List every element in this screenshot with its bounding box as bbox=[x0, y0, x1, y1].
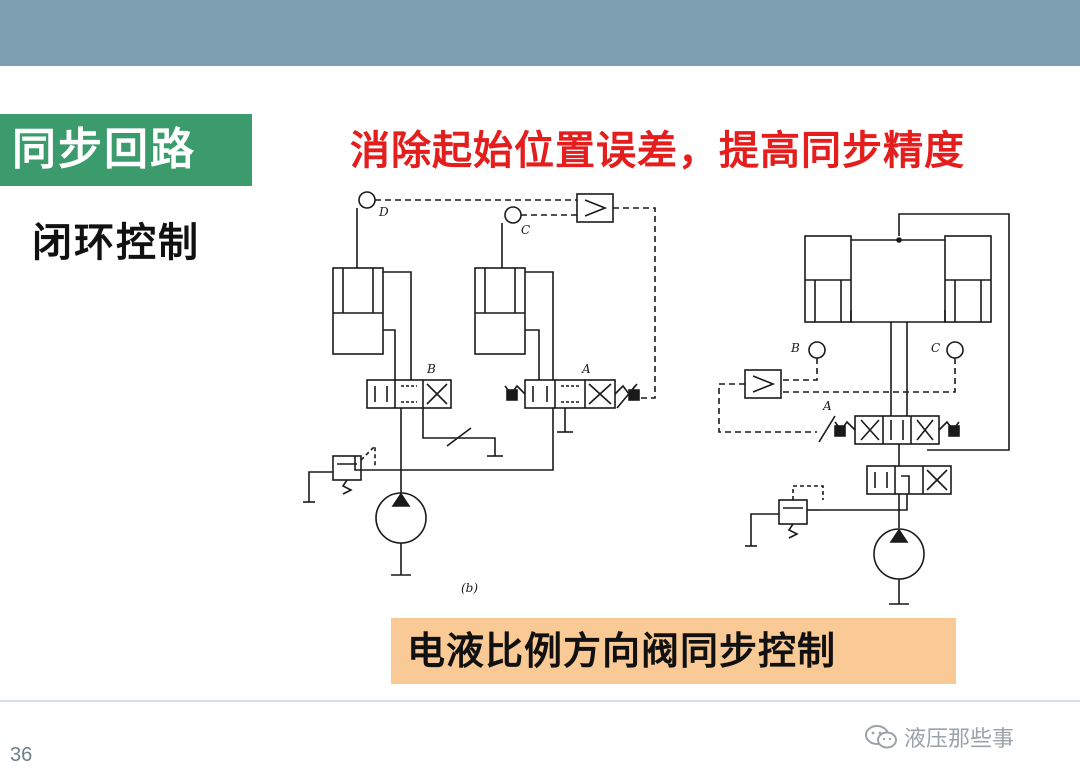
top-band bbox=[0, 0, 1080, 66]
label-sensor-d: D bbox=[378, 205, 389, 219]
label-sensor-c-right: C bbox=[931, 341, 940, 355]
slide-title: 同步回路 bbox=[0, 114, 252, 186]
watermark: 液压那些事 bbox=[864, 722, 1014, 752]
page-number: 36 bbox=[10, 744, 33, 766]
hydraulic-circuit-diagram: D C bbox=[303, 191, 1010, 605]
proportional-valve-a bbox=[504, 379, 640, 409]
label-sensor-c: C bbox=[521, 223, 530, 237]
diagram-caption: 电液比例方向阀同步控制 bbox=[391, 618, 956, 684]
cylinder-4 bbox=[944, 235, 992, 323]
sensor-c bbox=[504, 206, 522, 224]
proportional-valve-a-right bbox=[818, 415, 960, 445]
label-valve-a: A bbox=[581, 362, 591, 376]
right-circuit: B C A bbox=[718, 213, 1010, 605]
left-circuit: D C bbox=[303, 191, 656, 595]
label-valve-a-right: A bbox=[822, 399, 832, 413]
label-figure-b: (b) bbox=[461, 581, 478, 595]
cylinder-3 bbox=[804, 235, 852, 323]
slide-subtitle: 闭环控制 bbox=[32, 219, 200, 266]
cylinder-2 bbox=[474, 267, 526, 355]
label-valve-b: B bbox=[426, 362, 436, 376]
comparator-amplifier-right bbox=[744, 369, 782, 399]
cylinder-1 bbox=[332, 267, 384, 355]
directional-valve-right bbox=[866, 465, 952, 495]
comparator-amplifier bbox=[576, 193, 614, 223]
sensor-b-right bbox=[808, 341, 826, 359]
watermark-text: 液压那些事 bbox=[904, 727, 1015, 752]
label-sensor-b-right: B bbox=[790, 341, 800, 355]
sensor-d bbox=[358, 191, 376, 209]
relief-valve-left bbox=[332, 444, 376, 495]
sensor-c-right bbox=[946, 341, 964, 359]
footer-divider bbox=[0, 700, 1080, 702]
slide-heading: 消除起始位置误差，提高同步精度 bbox=[350, 127, 965, 174]
relief-valve-right bbox=[778, 485, 824, 539]
wechat-icon bbox=[865, 725, 897, 749]
directional-valve-b bbox=[366, 379, 452, 409]
